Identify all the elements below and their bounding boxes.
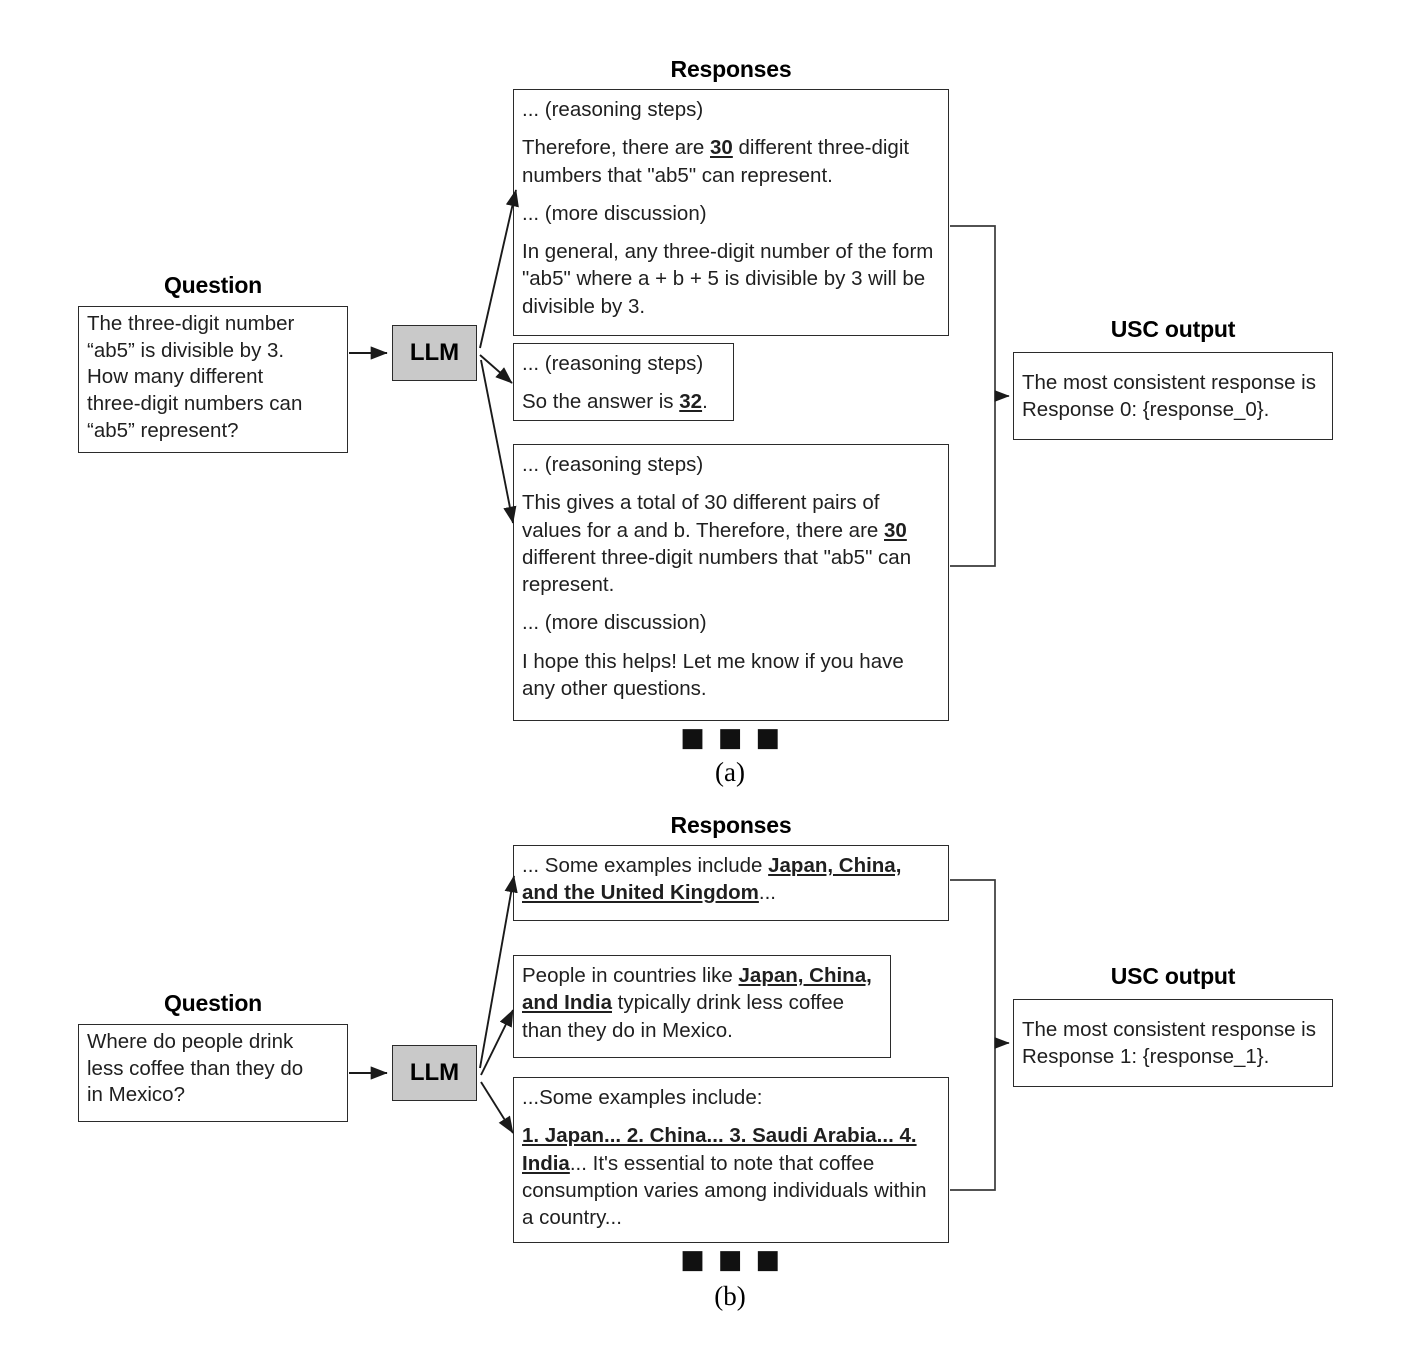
response-paragraph: ... (more discussion) [522,201,707,225]
response-paragraph: This gives a total of 30 different pairs… [522,489,941,598]
arrow-llm-to-response-1-b [480,1009,514,1076]
response-paragraph: In general, any three-digit number of th… [522,240,934,318]
bracket-responses-b [950,879,996,1191]
text-post: different three-digit numbers that "ab5"… [522,136,910,187]
text-pre: ... Some examples include [522,854,769,877]
arrow-llm-to-response-2-b [480,1081,514,1134]
question-line: The three-digit number [87,312,295,335]
responses-ellipsis-a: ■ ■ ■ [680,723,782,753]
arrow-llm-to-response-0-b [479,875,518,1069]
emphasis: Japan, China, and India [522,964,872,1015]
response-box-0-a: ... (reasoning steps) Therefore, there a… [513,89,949,336]
text-post: ... It's essential to note that coffee c… [522,1151,927,1230]
response-paragraph: Therefore, there are 30 different three-… [522,134,941,189]
emphasis: 1. Japan... 2. China... 3. Saudi Arabia.… [522,1124,917,1175]
question-line: How many different [87,365,264,389]
response-paragraph: So the answer is 32. [522,388,726,415]
arrow-llm-to-response-0-a [479,189,519,349]
arrow-llm-to-response-2-a [480,359,517,524]
usc-output-box-a: The most consistent response is Response… [1013,352,1333,440]
question-line: three-digit numbers can [87,391,303,415]
text-pre: Therefore, there are [522,136,711,160]
response-paragraph: ... (reasoning steps) [522,352,704,375]
question-line: “ab5” is divisible by 3. [87,338,285,362]
question-line: less coffee than they do [87,1056,304,1080]
question-heading-a: Question [163,272,263,298]
llm-label: LLM [409,339,460,366]
panel-caption-a: (a) [715,757,745,787]
usc-output-heading-b: USC output [1110,963,1236,989]
bracket-responses-a [950,225,996,567]
emphasis: 30 [884,518,907,542]
text-post: typically drink less coffee than they do… [522,991,845,1042]
question-line: in Mexico? [87,1083,185,1107]
question-box-b: Where do people drink less coffee than t… [78,1024,348,1122]
usc-output-box-b: The most consistent response is Response… [1013,999,1333,1087]
response-box-0-b: ... Some examples include Japan, China, … [513,845,949,921]
emphasis: 32 [679,390,703,414]
usc-output-text: The most consistent response is Response… [1022,370,1316,421]
text-pre: People in countries like [522,964,739,987]
emphasis: Japan, China, and the United Kingdom [522,854,902,905]
response-paragraph: People in countries like Japan, China, a… [522,962,883,1044]
arrow-llm-to-response-1-a [479,354,513,384]
text-post: ... [758,881,776,905]
responses-heading-a: Responses [670,56,792,82]
response-paragraph: ... (reasoning steps) [522,98,704,121]
llm-box-b: LLM [392,1045,477,1101]
usc-output-heading-a: USC output [1110,316,1236,342]
response-paragraph: I hope this helps! Let me know if you ha… [522,649,904,700]
llm-box-a: LLM [392,325,477,381]
response-paragraph: ...Some examples include: [522,1086,763,1109]
response-box-2-b: ...Some examples include: 1. Japan... 2.… [513,1077,949,1243]
text-post: different three-digit numbers that "ab5"… [522,545,912,596]
emphasis: 30 [710,136,733,160]
response-box-1-a: ... (reasoning steps) So the answer is 3… [513,343,734,421]
responses-heading-b: Responses [670,812,792,838]
llm-label: LLM [409,1059,460,1086]
panel-caption-b: (b) [714,1281,746,1311]
question-line: “ab5” represent? [87,418,239,442]
response-paragraph: 1. Japan... 2. China... 3. Saudi Arabia.… [522,1122,941,1231]
response-paragraph: ... (reasoning steps) [522,453,704,476]
usc-output-text: The most consistent response is Response… [1022,1017,1316,1068]
question-heading-b: Question [163,990,263,1016]
response-paragraph: ... Some examples include Japan, China, … [522,852,941,907]
text-post: . [702,390,708,414]
text-pre: So the answer is [522,390,680,414]
question-line: Where do people drink [87,1030,294,1053]
text-pre: This gives a total of 30 different pairs… [522,491,885,542]
response-box-1-b: People in countries like Japan, China, a… [513,955,891,1058]
response-box-2-a: ... (reasoning steps) This gives a total… [513,444,949,721]
responses-ellipsis-b: ■ ■ ■ [680,1245,782,1275]
question-box-a: The three-digit number “ab5” is divisibl… [78,306,348,453]
response-paragraph: ... (more discussion) [522,611,707,635]
